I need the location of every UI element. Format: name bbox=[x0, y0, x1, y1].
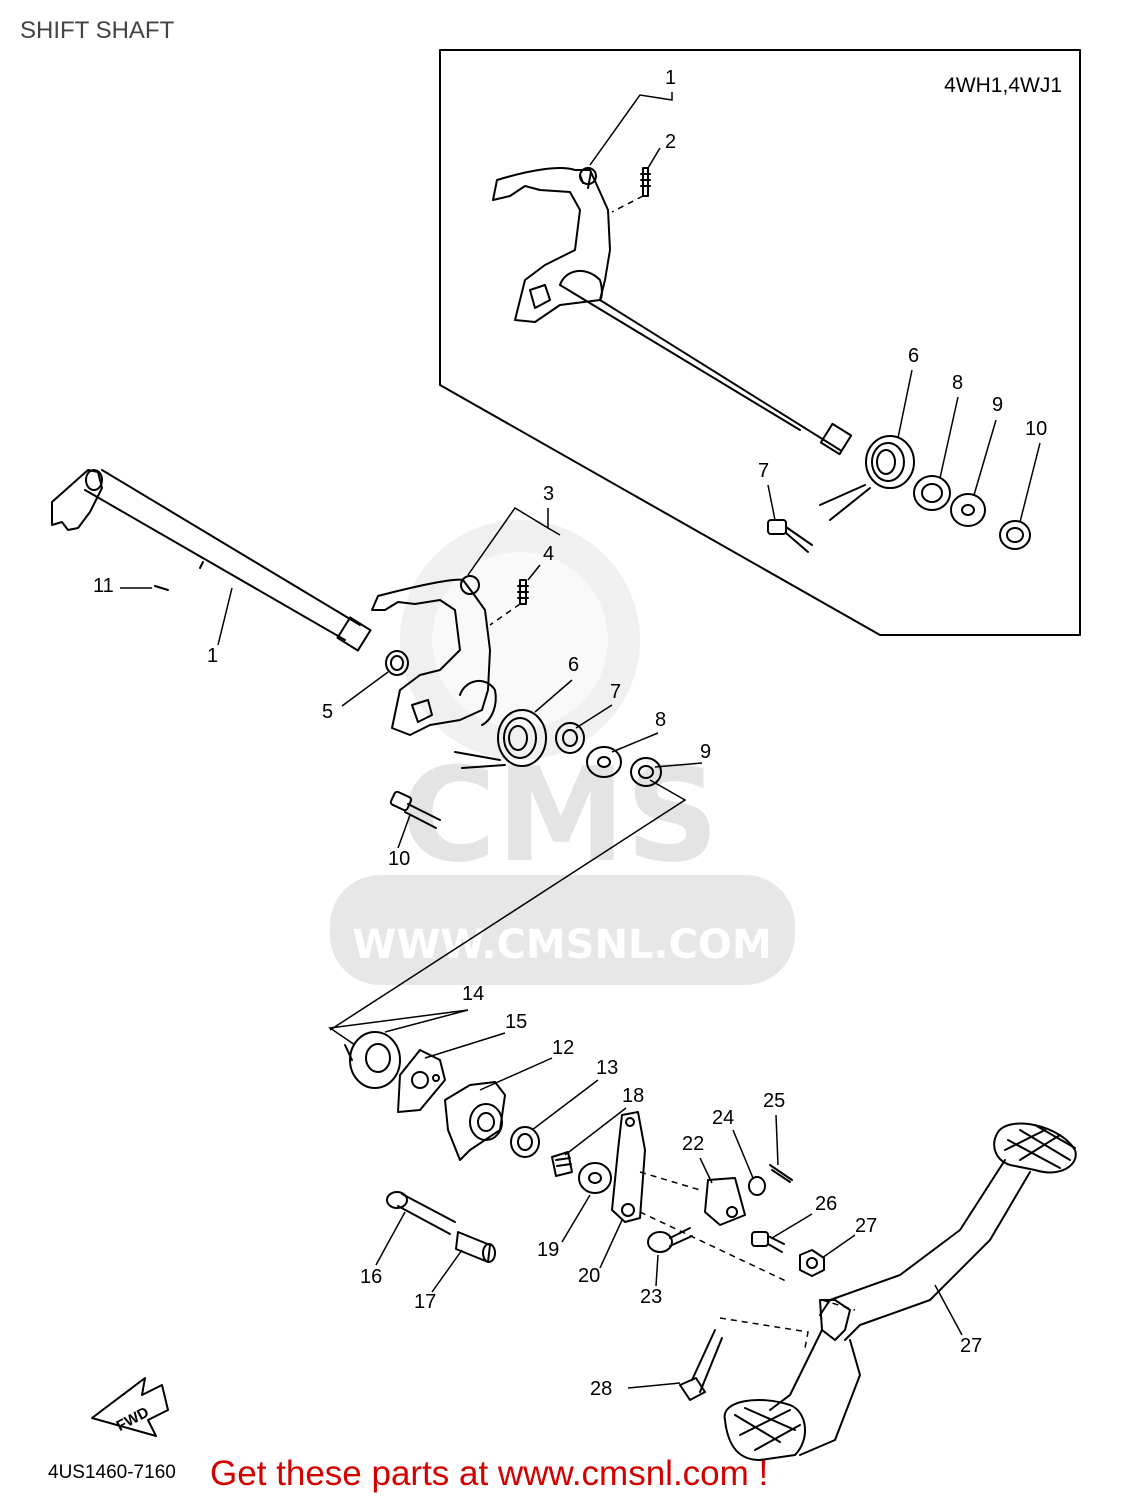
washer-19 bbox=[578, 1162, 612, 1194]
watermark-url: WWW.CMSNL.COM bbox=[352, 922, 772, 968]
pin-22 bbox=[647, 1227, 693, 1253]
inset-pin-2 bbox=[640, 167, 651, 197]
washer-10 bbox=[630, 757, 662, 787]
inset-callout-9: 9 bbox=[992, 394, 1003, 416]
callout-5: 5 bbox=[322, 701, 333, 723]
joint-21 bbox=[704, 1177, 746, 1226]
callout-16: 16 bbox=[360, 1266, 382, 1288]
callout-10: 9 bbox=[700, 741, 711, 763]
callout-25: 26 bbox=[815, 1193, 837, 1215]
page-title: SHIFT SHAFT bbox=[20, 17, 175, 44]
callout-4: 4 bbox=[543, 543, 554, 565]
callout-6: 6 bbox=[568, 654, 579, 676]
washer-9 bbox=[586, 746, 622, 778]
bolt-7 bbox=[389, 790, 441, 829]
inset-callout-8: 8 bbox=[952, 372, 963, 394]
pivot-pin-16 bbox=[386, 1191, 456, 1235]
plate-15 bbox=[397, 1049, 446, 1113]
bolt-25 bbox=[751, 1231, 785, 1253]
inset-shift-shaft bbox=[492, 167, 853, 456]
spring-6 bbox=[454, 709, 547, 769]
shift-arm-3 bbox=[371, 575, 497, 736]
callout-7: 10 bbox=[388, 848, 410, 870]
callout-22: 23 bbox=[640, 1286, 662, 1308]
callout-15: 15 bbox=[505, 1011, 527, 1033]
inset-clip-10 bbox=[999, 520, 1031, 550]
cotter-pin-24 bbox=[769, 1164, 793, 1183]
lever-20 bbox=[611, 1111, 646, 1223]
bearing-13 bbox=[510, 1126, 540, 1158]
inset-callout-6: 6 bbox=[908, 345, 919, 367]
callout-13: 13 bbox=[596, 1057, 618, 1079]
pin-11 bbox=[154, 585, 169, 591]
watermark-logo: CMS bbox=[401, 739, 719, 891]
washer-5 bbox=[385, 650, 409, 676]
inset-washer-9 bbox=[950, 493, 986, 527]
callout-27: 27 bbox=[960, 1335, 982, 1357]
shift-shaft-1 bbox=[51, 469, 372, 652]
pin-4 bbox=[517, 579, 529, 605]
cam-14 bbox=[344, 1031, 401, 1089]
spring-18 bbox=[551, 1151, 573, 1177]
washer-23 bbox=[748, 1176, 766, 1196]
callout-11: 11 bbox=[93, 575, 114, 597]
diagram-code: 4US1460-7160 bbox=[48, 1462, 176, 1483]
callout-19: 19 bbox=[537, 1239, 559, 1261]
callout-9: 8 bbox=[655, 709, 666, 731]
inset-callout-2: 2 bbox=[665, 131, 676, 153]
callout-12: 12 bbox=[552, 1037, 574, 1059]
callout-18: 18 bbox=[622, 1085, 644, 1107]
callout-21: 22 bbox=[682, 1133, 704, 1155]
variant-label: 4WH1,4WJ1 bbox=[944, 74, 1062, 97]
callout-17: 17 bbox=[414, 1291, 436, 1313]
inset-variant-box: 4WH1,4WJ1 bbox=[439, 49, 1081, 636]
callout-20: 20 bbox=[578, 1265, 600, 1287]
inset-callout-7: 7 bbox=[758, 460, 769, 482]
shift-pedal-27 bbox=[723, 1122, 1077, 1461]
inset-bolt-7 bbox=[767, 519, 813, 553]
inset-spring-6 bbox=[819, 435, 915, 521]
inset-callout-1: 1 bbox=[665, 67, 676, 89]
promo-text[interactable]: Get these parts at www.cmsnl.com ! bbox=[210, 1454, 768, 1493]
callout-28: 28 bbox=[590, 1378, 612, 1400]
callout-24: 25 bbox=[763, 1090, 785, 1112]
callout-26: 27 bbox=[855, 1215, 877, 1237]
bushing-17 bbox=[455, 1231, 496, 1263]
callout-23: 24 bbox=[712, 1107, 734, 1129]
inset-bearing-8 bbox=[913, 475, 951, 511]
bearing-8 bbox=[555, 722, 585, 754]
callout-8: 7 bbox=[610, 681, 621, 703]
collar-12 bbox=[444, 1081, 506, 1161]
inset-callout-10: 10 bbox=[1025, 418, 1047, 440]
nut-26 bbox=[799, 1249, 825, 1277]
callout-1: 1 bbox=[207, 645, 218, 667]
callout-3: 3 bbox=[543, 483, 554, 505]
callout-14: 14 bbox=[462, 983, 484, 1005]
bolt-28 bbox=[679, 1329, 723, 1401]
fwd-arrow: FWD bbox=[91, 1377, 169, 1437]
